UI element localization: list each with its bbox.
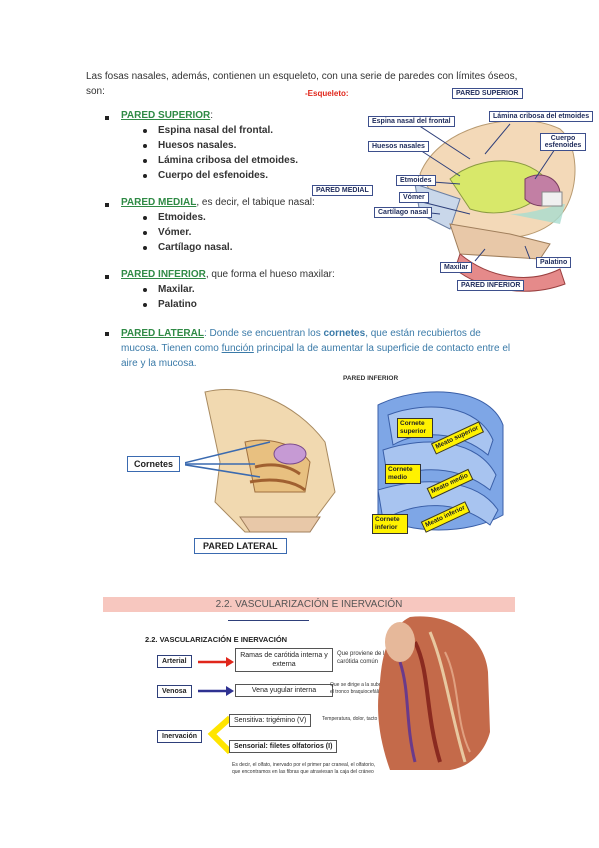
section-rest: , que forma el hueso maxilar:	[205, 269, 335, 280]
box-sensorial: Sensorial: filetes olfatorios (I)	[229, 740, 338, 753]
label-cornetes: Cornetes	[127, 456, 181, 472]
nasal-skeleton-diagram	[401, 119, 576, 292]
funcion-link[interactable]: función	[221, 343, 254, 354]
note-arterial: Que proviene de la carótida común	[337, 651, 388, 665]
bullet-dot	[143, 174, 147, 178]
label-cornete-medio: Cornete medio	[385, 464, 421, 484]
list-item: Maxilar.	[158, 284, 195, 295]
label-pared-lateral: PARED LATERAL	[194, 538, 287, 554]
label-cornete-inferior: Cornete inferior	[372, 514, 408, 534]
section-inferior: PARED INFERIOR, que forma el hueso maxil…	[121, 269, 335, 280]
turbinates-diagram	[377, 391, 504, 531]
label-pared-medial: PARED MEDIAL	[312, 185, 373, 196]
arrow-red	[198, 657, 234, 667]
bullet-dot	[143, 246, 147, 250]
bullet-square	[105, 275, 109, 279]
bullet-square	[105, 116, 109, 120]
bullet-dot	[143, 144, 147, 148]
lateral-text-2: , que están recubiertos de mucosa. Tiene…	[121, 328, 481, 354]
section-superior: PARED SUPERIOR:	[121, 110, 213, 121]
box-venosa-val: Vena yugular interna	[235, 684, 333, 697]
box-arterial: Arterial	[157, 655, 192, 668]
section-medial: PARED MEDIAL, es decir, el tabique nasal…	[121, 197, 315, 208]
label-maxilar: Maxilar	[440, 262, 473, 273]
list-item: Etmoides.	[158, 212, 206, 223]
arrow-blue	[198, 686, 234, 696]
label-palatino: Palatino	[536, 257, 572, 268]
label-huesos: Huesos nasales	[368, 141, 429, 152]
divider	[228, 620, 309, 621]
bullet-dot	[143, 159, 147, 163]
label-pared-superior: PARED SUPERIOR	[452, 88, 523, 99]
footnote-olfato: Es decir, el olfato, inervado por el pri…	[232, 762, 376, 775]
section-title: PARED INFERIOR	[121, 269, 206, 280]
list-item: Espina nasal del frontal.	[158, 125, 274, 136]
lateral-paragraph: PARED LATERAL: Donde se encuentran los c…	[121, 326, 521, 371]
list-item: Cuerpo del esfenoides.	[158, 170, 269, 181]
vasc-heading: 2.2. VASCULARIZACIÓN E INERVACIÓN	[145, 635, 288, 644]
bullet-dot	[143, 216, 147, 220]
bullet-dot	[143, 303, 147, 307]
box-sensitiva: Sensitiva: trigémino (V)	[229, 714, 312, 727]
note-venosa: Que se dirige a la subclavia y forma el …	[330, 682, 410, 695]
lateral-text-3: principal la de aumentar la superficie d…	[121, 343, 511, 369]
intro-paragraph: Las fosas nasales, además, contienen un …	[86, 71, 518, 97]
label-vomer: Vómer	[399, 192, 429, 203]
section-title: PARED SUPERIOR	[121, 110, 211, 121]
note-sensitiva: Temperatura, dolor, tacto	[322, 716, 378, 722]
bullet-dot	[143, 129, 147, 133]
box-inervacion: Inervación	[157, 730, 203, 743]
section-title: PARED MEDIAL	[121, 197, 197, 208]
lateral-wall-skull-diagram	[185, 388, 336, 533]
label-pared-inferior-2: PARED INFERIOR	[343, 375, 399, 382]
label-cornete-superior: Cornete superior	[397, 418, 433, 438]
label-espina: Espina nasal del frontal	[368, 116, 455, 127]
lateral-text-1: : Donde se encuentran los	[203, 328, 324, 339]
label-pared-inferior: PARED INFERIOR	[457, 280, 525, 291]
list-item: Lámina cribosa del etmoides.	[158, 155, 299, 166]
section-title: PARED LATERAL	[121, 328, 204, 339]
box-venosa: Venosa	[157, 685, 192, 698]
bullet-dot	[143, 231, 147, 235]
lateral-bold: cornetes	[323, 328, 366, 339]
bullet-square	[105, 203, 109, 207]
box-arterial-val: Ramas de carótida interna y externa	[235, 648, 333, 672]
list-item: Huesos nasales.	[158, 140, 237, 151]
bullet-dot	[143, 288, 147, 292]
section-rest: , es decir, el tabique nasal:	[196, 197, 315, 208]
esqueleto-label: -Esqueleto:	[305, 89, 349, 98]
label-cuerpo: Cuerpo esfenoides	[540, 133, 586, 151]
label-lamina: Lámina cribosa del etmoides	[489, 111, 594, 122]
bracket-yellow	[207, 715, 233, 755]
section-band: 2.2. VASCULARIZACIÓN E INERVACIÓN	[103, 597, 515, 612]
bullet-square	[105, 332, 109, 336]
list-item: Cartílago nasal.	[158, 242, 233, 253]
list-item: Vómer.	[158, 227, 192, 238]
list-item: Palatino	[158, 299, 197, 310]
label-etmoides: Etmoides	[396, 175, 436, 186]
label-cartilago: Cartílago nasal	[374, 207, 433, 218]
section-rest: :	[210, 110, 214, 121]
neck-anatomy-image	[378, 616, 490, 770]
